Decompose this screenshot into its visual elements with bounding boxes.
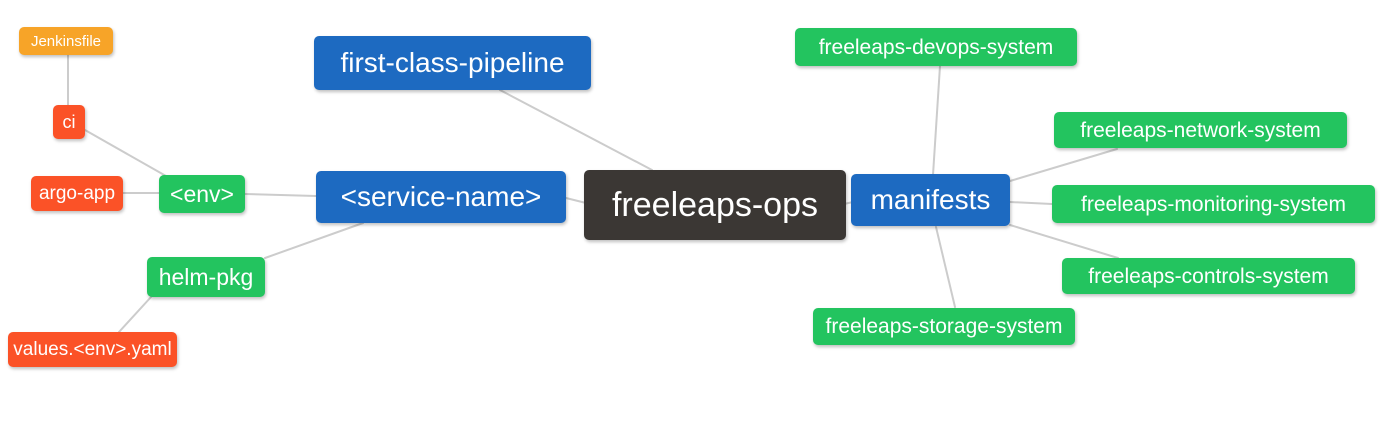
node-argo-app[interactable]: argo-app	[31, 176, 123, 211]
edge-env-to-service-name	[244, 193, 317, 197]
edge-ci-to-env	[84, 129, 167, 177]
node-freeleaps-controls-system[interactable]: freeleaps-controls-system	[1062, 258, 1355, 294]
node-jenkinsfile[interactable]: Jenkinsfile	[19, 27, 113, 55]
edge-manifests-to-freeleaps-devops-system	[932, 65, 941, 176]
node-freeleaps-storage-system[interactable]: freeleaps-storage-system	[813, 308, 1075, 345]
node-helm-pkg[interactable]: helm-pkg	[147, 257, 265, 297]
edge-service-name-to-helm-pkg	[264, 222, 364, 259]
node-freeleaps-network-system[interactable]: freeleaps-network-system	[1054, 112, 1347, 148]
edge-manifests-to-freeleaps-storage-system	[935, 226, 956, 308]
node-freeleaps-ops[interactable]: freeleaps-ops	[584, 170, 846, 240]
node-first-class-pipeline[interactable]: first-class-pipeline	[314, 36, 591, 90]
node-freeleaps-devops-system[interactable]: freeleaps-devops-system	[795, 28, 1077, 66]
edge-manifests-to-freeleaps-network-system	[1009, 148, 1118, 182]
edge-manifests-to-freeleaps-monitoring-system	[1009, 201, 1053, 205]
edge-service-name-to-freeleaps-ops	[565, 197, 587, 204]
node-values-env-yaml[interactable]: values.<env>.yaml	[8, 332, 177, 367]
node-manifests[interactable]: manifests	[851, 174, 1010, 226]
node-freeleaps-monitoring-system[interactable]: freeleaps-monitoring-system	[1052, 185, 1375, 223]
edge-first-class-pipeline-to-freeleaps-ops	[499, 89, 653, 171]
node-ci[interactable]: ci	[53, 105, 85, 139]
node-service-name[interactable]: <service-name>	[316, 171, 566, 223]
edge-manifests-to-freeleaps-controls-system	[1009, 224, 1119, 259]
node-env[interactable]: <env>	[159, 175, 245, 213]
edge-helm-pkg-to-values-env-yaml	[118, 296, 152, 333]
